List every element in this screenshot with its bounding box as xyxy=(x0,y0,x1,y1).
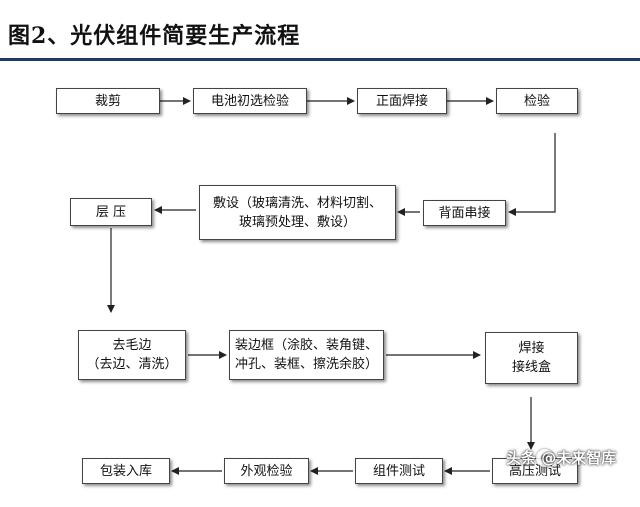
step-module-test: 组件测试 xyxy=(355,458,443,484)
step-visual: 外观检验 xyxy=(224,458,309,484)
step-frame: 装边框（涂胶、装角键、 冲孔、装框、擦洗余胶） xyxy=(229,330,384,380)
step-back-string: 背面串接 xyxy=(423,200,506,226)
watermark-icon xyxy=(536,449,554,467)
step-hipot-test: 高压测试 xyxy=(492,458,578,484)
step-cell-test: 电池初选检验 xyxy=(193,88,307,114)
step-cut: 裁剪 xyxy=(56,88,160,114)
step-front-weld: 正面焊接 xyxy=(357,88,447,114)
step-laminate-label: 层 压 xyxy=(95,204,127,220)
step-lay: 敷设（玻璃清洗、材料切割、 玻璃预处理、敷设） xyxy=(199,185,396,240)
step-cut-label: 裁剪 xyxy=(94,93,121,109)
title-divider xyxy=(0,58,640,61)
step-cell-test-label: 电池初选检验 xyxy=(210,93,289,109)
step-trim-line1: 去毛边 xyxy=(112,338,152,353)
step-jbox-line1: 焊接 xyxy=(518,341,545,356)
step-front-weld-label: 正面焊接 xyxy=(375,93,428,109)
step-module-test-label: 组件测试 xyxy=(372,463,425,479)
arrow-inspect-to-backstring xyxy=(508,133,556,216)
figure-title: 图2、光伏组件简要生产流程 xyxy=(8,23,301,49)
step-frame-line1: 装边框（涂胶、装角键、 xyxy=(234,338,378,353)
step-lay-line2: 玻璃预处理、敷设） xyxy=(238,214,356,230)
step-trim: 去毛边 （去边、清洗） xyxy=(78,330,186,380)
step-pack-label: 包装入库 xyxy=(99,463,152,479)
step-frame-line2: 冲孔、装框、擦洗余胶） xyxy=(234,357,378,372)
step-junction-box: 焊接 接线盒 xyxy=(485,332,578,384)
step-inspect-label: 检验 xyxy=(523,93,550,109)
step-pack: 包装入库 xyxy=(82,458,170,484)
step-back-string-label: 背面串接 xyxy=(438,205,491,221)
step-hipot-test-label: 高压测试 xyxy=(508,463,561,479)
watermark: 头条 @未来智库 xyxy=(506,449,617,467)
step-laminate: 层 压 xyxy=(70,198,152,226)
step-lay-line1: 敷设（玻璃清洗、材料切割、 xyxy=(212,195,382,211)
step-visual-label: 外观检验 xyxy=(240,463,293,479)
step-inspect: 检验 xyxy=(496,88,578,114)
step-trim-line2: （去边、清洗） xyxy=(86,357,178,372)
step-jbox-line2: 接线盒 xyxy=(511,360,551,375)
